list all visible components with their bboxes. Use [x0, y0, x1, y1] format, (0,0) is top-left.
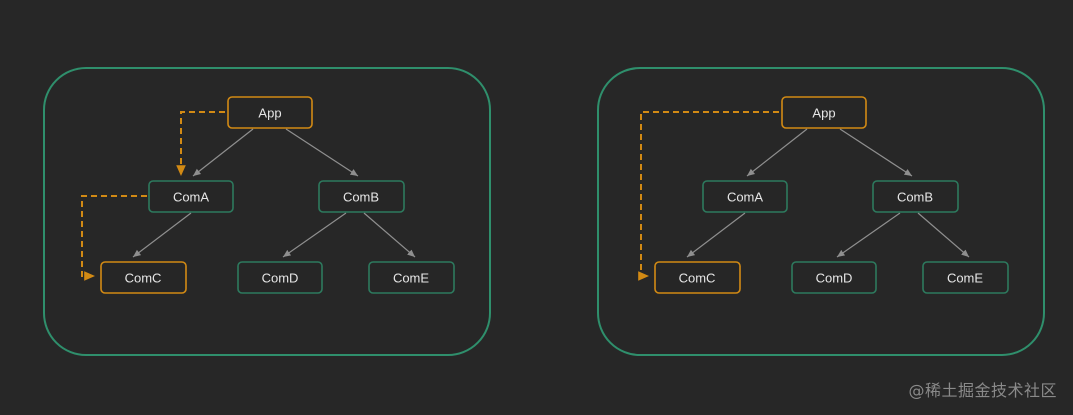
node-label: App: [812, 106, 835, 121]
node-label: ComD: [262, 271, 299, 286]
left-edge-comb-come: [363, 212, 416, 258]
right-edge-comb-comd: [836, 212, 901, 258]
right-group-frame: [597, 67, 1045, 356]
node-label: ComA: [727, 190, 763, 205]
left-dashed-coma-to-comc: [81, 195, 147, 281]
left-node-come: ComE: [368, 261, 455, 294]
right-edge-comb-come: [917, 212, 970, 258]
right-node-comd: ComD: [791, 261, 877, 294]
watermark: @稀土掘金技术社区: [908, 381, 1057, 400]
right-node-app: App: [781, 96, 867, 129]
node-label: ComB: [343, 190, 379, 205]
left-edge-app-coma: [192, 128, 254, 177]
right-node-coma: ComA: [702, 180, 788, 213]
node-label: ComE: [947, 271, 983, 286]
right-node-comb: ComB: [872, 180, 959, 213]
diagram-left: App ComA ComB ComC ComD ComE: [43, 67, 491, 356]
node-label: ComC: [679, 271, 716, 286]
right-node-comc: ComC: [654, 261, 741, 294]
right-edge-coma-comc: [686, 212, 746, 258]
left-node-comb: ComB: [318, 180, 405, 213]
node-label: ComB: [897, 190, 933, 205]
left-node-app: App: [227, 96, 313, 129]
left-dashed-app-to-coma: [176, 111, 225, 176]
left-edge-app-comb: [285, 128, 359, 177]
node-label: ComD: [816, 271, 853, 286]
right-dashed-app-to-comc: [638, 111, 779, 281]
diagram-right: App ComA ComB ComC ComD ComE: [597, 67, 1045, 356]
node-label: ComE: [393, 271, 429, 286]
left-node-coma: ComA: [148, 180, 234, 213]
left-edge-comb-comd: [282, 212, 347, 258]
right-edge-app-comb: [839, 128, 913, 177]
left-node-comc: ComC: [100, 261, 187, 294]
node-label: ComC: [125, 271, 162, 286]
left-group-frame: [43, 67, 491, 356]
right-node-come: ComE: [922, 261, 1009, 294]
node-label: App: [258, 106, 281, 121]
left-node-comd: ComD: [237, 261, 323, 294]
left-edge-coma-comc: [132, 212, 192, 258]
node-label: ComA: [173, 190, 209, 205]
right-edge-app-coma: [746, 128, 808, 177]
